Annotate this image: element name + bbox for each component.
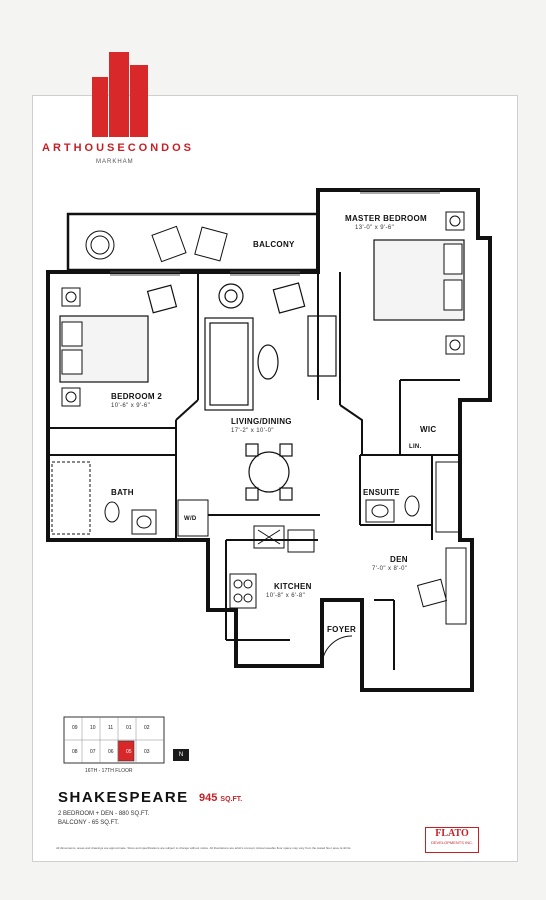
room-dim-bedroom-2: 10'-6" x 9'-6" [111, 403, 151, 409]
suite-area-value: 945 [199, 792, 218, 804]
north-arrow-icon: N [173, 749, 189, 761]
key-plan [63, 716, 165, 764]
room-label-kitchen: KITCHEN [274, 582, 312, 591]
suite-name: SHAKESPEARE [58, 789, 189, 806]
key-unit-07: 07 [90, 749, 96, 755]
floorplan-sheet [32, 95, 518, 862]
brand-name: ARTHOUSECONDOS [42, 142, 252, 154]
developer-name: FLATO [435, 828, 469, 839]
brand-bar-1 [92, 77, 108, 137]
key-unit-05-highlighted: 05 [126, 749, 132, 755]
key-unit-03: 03 [144, 749, 150, 755]
suite-detail-1: 2 BEDROOM + DEN - 880 SQ.FT. [58, 811, 150, 817]
key-unit-09: 09 [72, 725, 78, 731]
brand-bar-3 [130, 65, 148, 137]
suite-detail-2: BALCONY - 65 SQ.FT. [58, 820, 119, 826]
room-label-linen: LIN. [409, 444, 422, 450]
room-label-ensuite: ENSUITE [363, 488, 400, 497]
key-unit-02: 02 [144, 725, 150, 731]
room-dim-kitchen: 10'-8" x 6'-8" [266, 593, 306, 599]
brand-city: MARKHAM [96, 159, 134, 165]
room-label-wic: WIC [420, 425, 437, 434]
developer-logo: FLATO DEVELOPMENTS INC. [425, 827, 479, 853]
key-plan-floors: 16TH - 17TH FLOOR [85, 768, 133, 774]
suite-area: 945 SQ.FT. [199, 792, 242, 804]
suite-area-unit: SQ.FT. [220, 796, 243, 803]
room-label-balcony: BALCONY [253, 240, 295, 249]
room-dim-living-dining: 17'-2" x 10'-0" [231, 428, 274, 434]
brand-logo-bars [90, 52, 160, 137]
room-label-washer-dryer: W/D [184, 516, 197, 522]
brand-name-part3: CONDOS [127, 142, 195, 154]
key-unit-01: 01 [126, 725, 132, 731]
room-label-bath: BATH [111, 488, 134, 497]
room-label-foyer: FOYER [327, 625, 357, 634]
room-label-master-bedroom: MASTER BEDROOM [345, 214, 427, 223]
key-unit-10: 10 [90, 725, 96, 731]
brand-name-part1: ART [42, 142, 74, 154]
room-label-den: DEN [390, 555, 408, 564]
key-unit-11: 11 [108, 725, 114, 731]
key-unit-06: 06 [108, 749, 114, 755]
brand-bar-2 [109, 52, 129, 137]
brand-name-part2: HOUSE [73, 142, 128, 154]
key-unit-08: 08 [72, 749, 78, 755]
room-dim-master-bedroom: 13'-0" x 9'-6" [355, 225, 395, 231]
developer-sub: DEVELOPMENTS INC. [430, 840, 473, 845]
room-label-bedroom-2: BEDROOM 2 [111, 392, 163, 401]
disclaimer-text: All dimensions, areas and drawings are a… [56, 846, 352, 850]
room-dim-den: 7'-0" x 8'-0" [372, 566, 408, 572]
room-label-living-dining: LIVING/DINING [231, 417, 292, 426]
